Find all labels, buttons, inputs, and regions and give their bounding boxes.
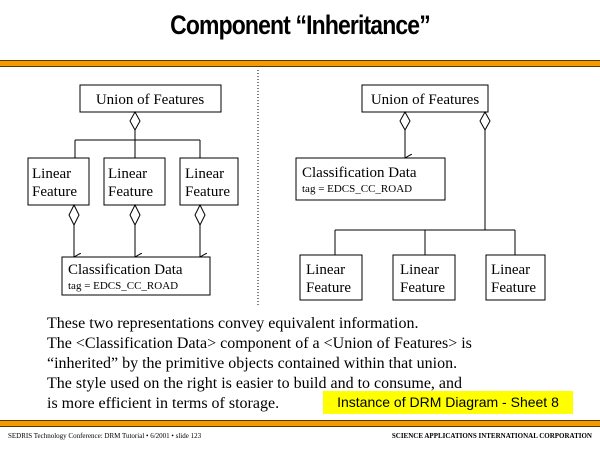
left-union-label: Union of Features [96,92,204,108]
svg-text:Linear: Linear [32,166,71,182]
left-feature-box-3 [179,157,239,206]
body-line: These two representations convey equival… [47,315,419,332]
aggregation-diamond-icon [129,203,141,227]
svg-text:Feature: Feature [185,184,230,200]
svg-text:Classification Data: Classification Data [68,262,183,278]
svg-text:Feature: Feature [108,184,153,200]
body-line: The style used on the right is easier to… [47,375,463,392]
right-diagram: Union of Features Classification Data ta… [295,84,546,301]
left-diagram: Union of Features Linear Feature Linear … [27,84,239,296]
right-feature-box-3 [485,254,546,301]
svg-text:Linear: Linear [306,262,345,278]
svg-text:Linear: Linear [400,262,439,278]
slide-title: Component “Inheritance” [170,10,431,40]
aggregation-diamond-icon [399,110,411,132]
body-text: These two representations convey equival… [47,314,472,414]
aggregation-diamond-icon [194,203,206,227]
right-feature-box-1 [299,254,363,301]
right-classification-box [295,157,446,201]
aggregation-diamond-icon [129,110,141,132]
svg-text:tag = EDCS_CC_ROAD: tag = EDCS_CC_ROAD [302,183,412,195]
footer-left: SEDRIS Technology Conference: DRM Tutori… [8,432,202,440]
svg-text:Feature: Feature [400,280,445,296]
footer-right: SCIENCE APPLICATIONS INTERNATIONAL CORPO… [391,432,592,440]
aggregation-diamond-icon [68,203,80,227]
right-feature-box-2 [392,254,456,301]
svg-text:Classification Data: Classification Data [302,165,417,181]
svg-text:Feature: Feature [306,280,351,296]
body-line: The <Classification Data> component of a… [47,335,472,352]
svg-text:Linear: Linear [185,166,224,182]
left-classification-box [61,256,211,296]
left-feature-box-1 [27,157,90,206]
svg-text:Feature: Feature [491,280,536,296]
body-line: “inherited” by the primitive objects con… [47,355,458,372]
svg-text:Union of Features: Union of Features [371,92,479,108]
aggregation-diamond-icon [479,110,491,132]
left-union-box [79,84,222,113]
body-line: is more efficient in terms of storage. [47,395,280,412]
right-union-box [361,84,489,113]
svg-text:Feature: Feature [32,184,77,200]
svg-text:tag = EDCS_CC_ROAD: tag = EDCS_CC_ROAD [68,280,178,292]
svg-text:Linear: Linear [108,166,147,182]
top-rule [0,60,600,67]
svg-text:Linear: Linear [491,262,530,278]
diagram-sheet-note: Instance of DRM Diagram - Sheet 8 [323,391,573,414]
bottom-rule [0,420,600,427]
